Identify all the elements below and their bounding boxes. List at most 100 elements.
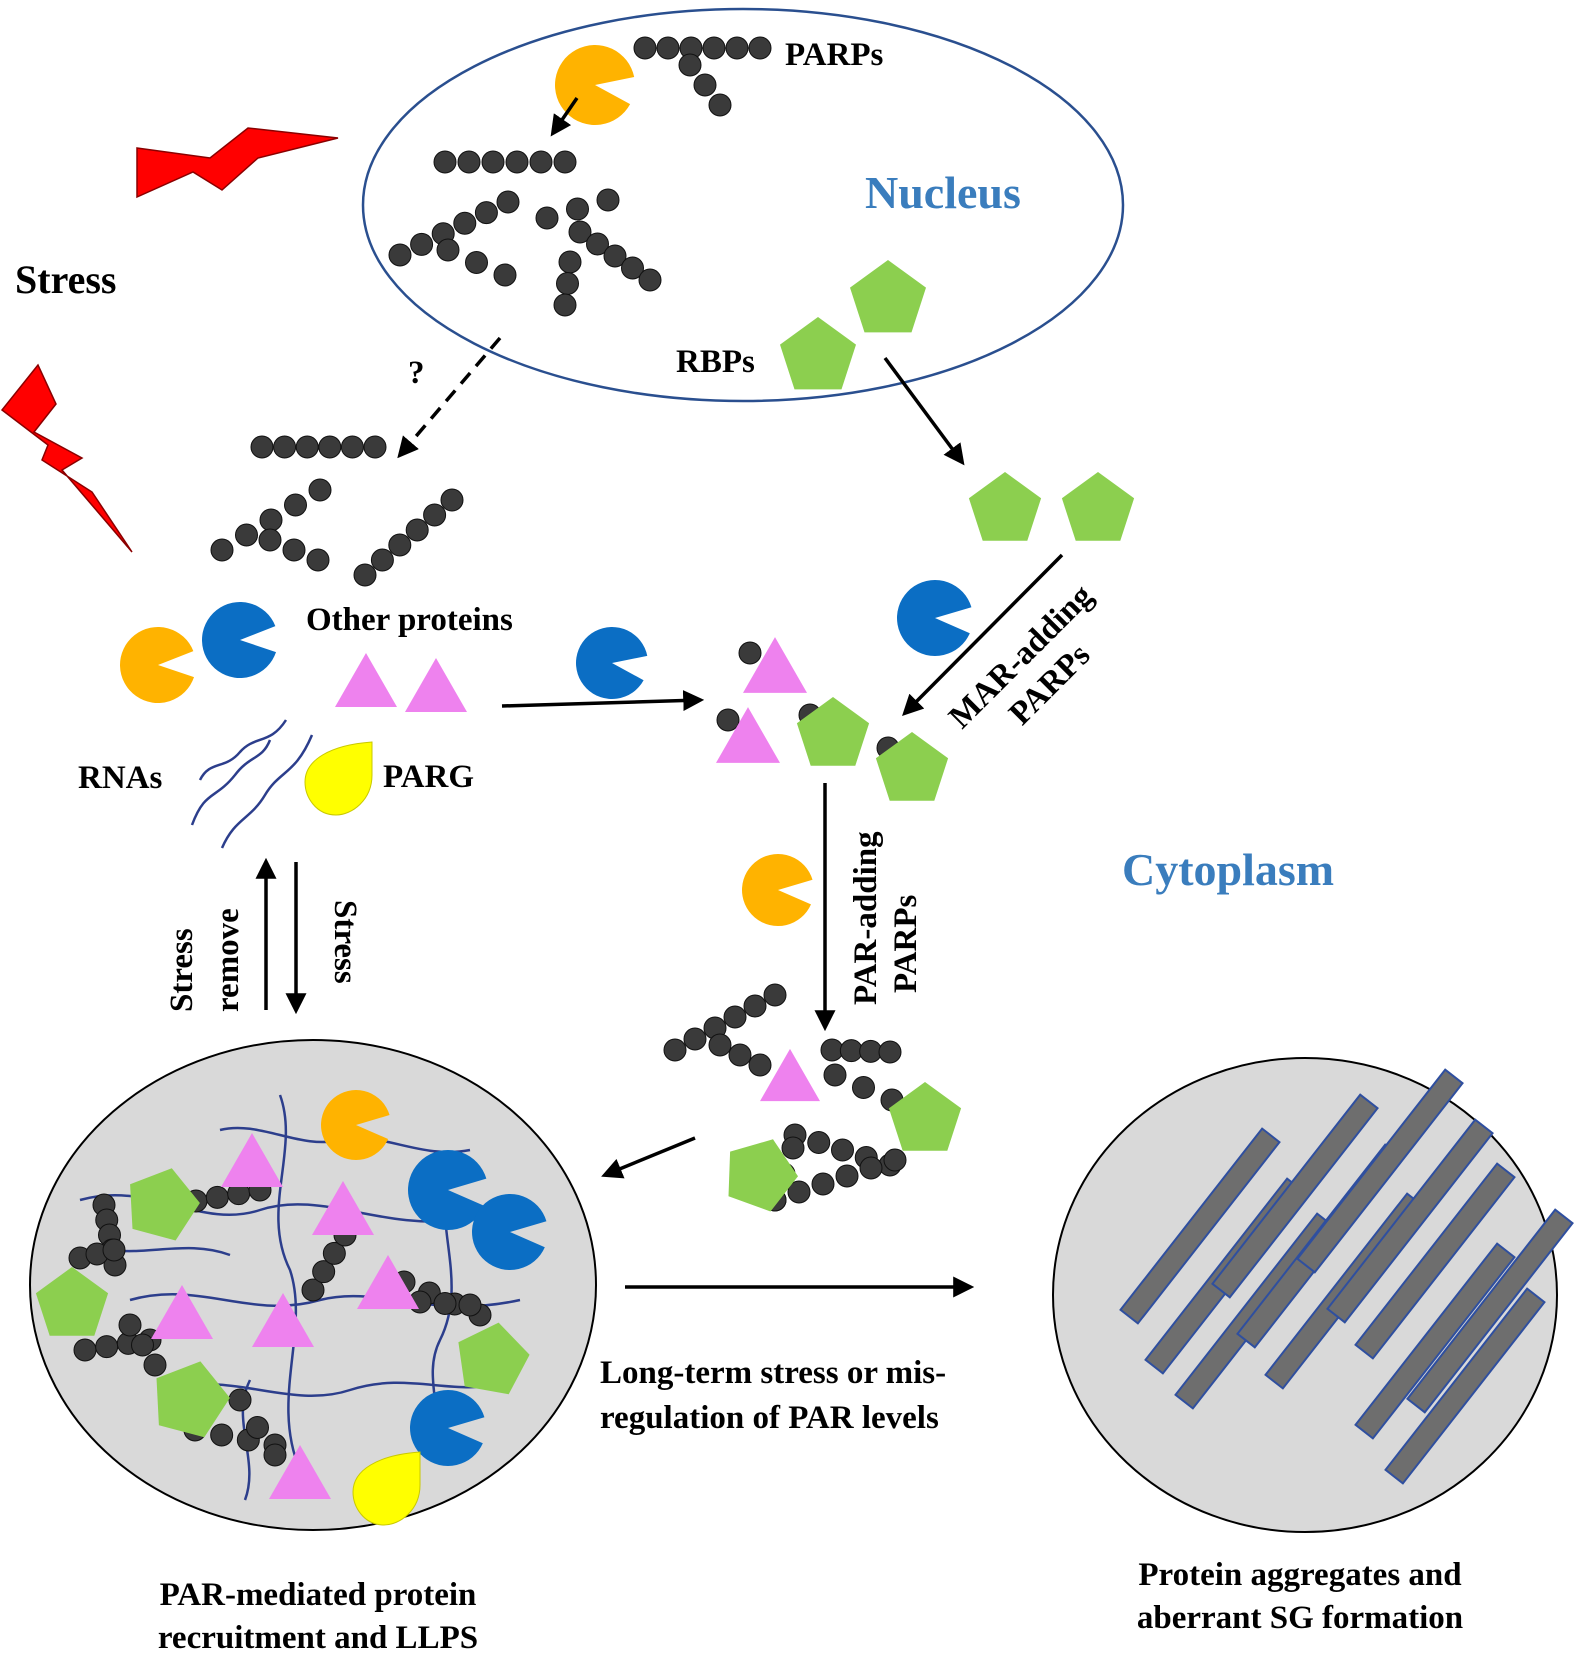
par-bead — [433, 150, 457, 174]
par-bead — [787, 1180, 811, 1204]
label-stress-down-text: Stress — [327, 900, 363, 984]
protein-triangle — [357, 1255, 419, 1309]
par-bead — [370, 548, 394, 572]
protein-triangle — [252, 1293, 314, 1347]
label-cytoplasm: Cytoplasm — [1122, 844, 1334, 895]
par-bead — [716, 708, 740, 732]
par-bead — [568, 220, 592, 244]
par-bead — [883, 1148, 907, 1172]
rna-strands — [190, 719, 314, 849]
par-bead — [246, 1416, 269, 1439]
protein-triangle — [743, 637, 807, 693]
par-bead — [306, 548, 330, 572]
parp-pacman — [119, 626, 195, 703]
par-bead — [282, 538, 306, 562]
par-bead — [465, 251, 488, 274]
label-parps: PARPs — [785, 37, 884, 73]
par-bead — [131, 1333, 154, 1357]
par-chains — [68, 36, 907, 1467]
par-bead — [410, 232, 434, 256]
par-bead — [553, 150, 577, 174]
par-bead — [728, 1043, 752, 1067]
label-long-term-line1: Long-term stress or mis- — [600, 1355, 946, 1391]
par-bead — [102, 1238, 126, 1262]
par-bead — [436, 238, 460, 262]
par-bead — [505, 150, 529, 174]
par-bead — [388, 533, 412, 557]
par-bead — [496, 190, 520, 214]
fibril-bar — [1406, 1208, 1574, 1414]
fibril-bar — [1211, 1093, 1379, 1299]
par-bead — [353, 563, 377, 587]
par-bead — [831, 1138, 854, 1162]
parp-pacman — [201, 602, 277, 679]
label-par-line2: PARPs — [888, 894, 924, 993]
par-bead — [638, 268, 662, 292]
rbp-pentagon — [875, 732, 949, 801]
par-bead — [143, 1353, 167, 1377]
par-bead — [656, 36, 680, 60]
par-bead — [566, 197, 589, 221]
par-bead — [250, 435, 274, 459]
par-bead — [423, 503, 447, 527]
label-stress-remove-line2: remove — [210, 908, 246, 1012]
par-bead — [529, 150, 553, 174]
fibril-bar — [1326, 1118, 1494, 1324]
protein-triangle — [405, 658, 467, 712]
label-nucleus: Nucleus — [865, 167, 1021, 218]
par-bead — [553, 293, 577, 317]
fibril-bar — [1354, 1162, 1516, 1360]
par-bead — [340, 435, 364, 459]
par-bead — [683, 1027, 707, 1051]
par-bead — [556, 272, 579, 295]
arrow-other-proteins — [501, 690, 705, 712]
label-other-proteins: Other proteins — [306, 602, 513, 638]
amyloid-fibrils — [1119, 1068, 1574, 1485]
parp-pacman — [409, 1390, 485, 1466]
protein-triangle — [269, 1445, 331, 1499]
label-aggregates-line2: aberrant SG formation — [1137, 1600, 1463, 1636]
parp-enzymes — [119, 45, 972, 1466]
fibril-bar — [1384, 1287, 1546, 1485]
parp-pacman — [408, 1149, 487, 1230]
par-bead — [308, 478, 332, 502]
nucleus-membrane — [361, 7, 1125, 403]
rbp-pentagon — [1061, 472, 1135, 541]
label-stress-down: Stress — [327, 900, 363, 984]
par-bead — [481, 150, 505, 174]
par-bead — [322, 1241, 346, 1265]
par-bead — [859, 1156, 883, 1180]
rbp-pentagon — [796, 697, 870, 766]
stress-bolt-left — [0, 363, 133, 553]
par-bead — [823, 1063, 847, 1087]
par-bead — [363, 435, 387, 459]
par-bead — [702, 36, 726, 60]
other-proteins — [151, 637, 820, 1499]
par-bead — [405, 518, 429, 542]
par-bead — [318, 435, 342, 459]
par-bead — [878, 1040, 902, 1064]
par-bead — [748, 1053, 772, 1077]
par-bead — [284, 493, 307, 517]
label-parg: PARG — [383, 759, 474, 795]
protein-triangle — [335, 653, 397, 707]
par-bead — [820, 1038, 844, 1062]
label-stress: Stress — [15, 257, 116, 302]
par-bead — [458, 1293, 482, 1317]
par-bead — [835, 1164, 859, 1188]
rbp-pentagon — [458, 1322, 530, 1395]
parp-pacman — [555, 45, 635, 125]
par-bead — [259, 508, 283, 532]
protein-triangle — [760, 1048, 820, 1102]
parp-pacman — [472, 1194, 547, 1271]
par-bead — [586, 232, 609, 256]
label-stress-remove: Stress remove — [164, 908, 246, 1012]
protein-triangle — [312, 1181, 374, 1235]
label-llps-line2: recruitment and LLPS — [158, 1620, 478, 1653]
label-stress-remove-line1: Stress — [164, 928, 200, 1012]
par-bead — [258, 528, 282, 552]
par-bead — [235, 523, 258, 547]
label-aggregates-line1: Protein aggregates and — [1138, 1557, 1461, 1593]
protein-triangle — [716, 707, 780, 763]
